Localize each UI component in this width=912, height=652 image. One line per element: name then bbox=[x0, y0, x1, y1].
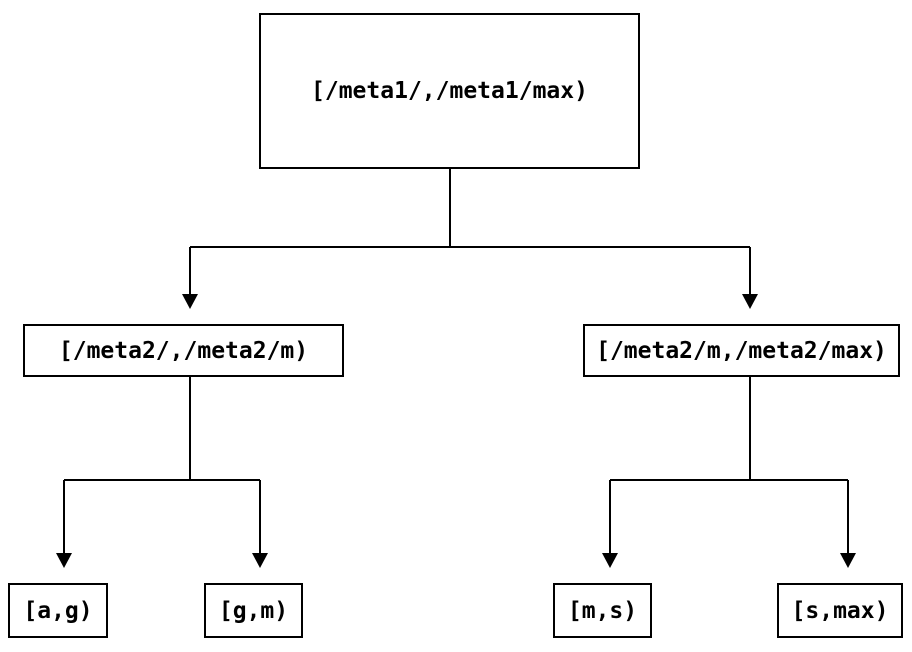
node-leaf-gm: [g,m) bbox=[204, 583, 303, 638]
node-leaf-smax-label: [s,max) bbox=[791, 597, 889, 624]
node-root-label: [/meta1/,/meta1/max) bbox=[311, 78, 588, 104]
node-level1-left-label: [/meta2/,/meta2/m) bbox=[58, 337, 309, 364]
arrowhead-down-icon bbox=[56, 553, 72, 568]
node-level1-right-label: [/meta2/m,/meta2/max) bbox=[596, 337, 887, 364]
node-leaf-ms: [m,s) bbox=[553, 583, 652, 638]
arrowhead-down-icon bbox=[742, 294, 758, 309]
arrowhead-down-icon bbox=[840, 553, 856, 568]
node-leaf-ag-label: [a,g) bbox=[23, 597, 93, 624]
node-leaf-gm-label: [g,m) bbox=[218, 597, 289, 624]
arrowhead-down-icon bbox=[602, 553, 618, 568]
node-leaf-smax: [s,max) bbox=[777, 583, 903, 638]
node-level1-left: [/meta2/,/meta2/m) bbox=[23, 324, 344, 377]
node-leaf-ms-label: [m,s) bbox=[567, 597, 638, 624]
node-leaf-ag: [a,g) bbox=[8, 583, 108, 638]
node-root: [/meta1/,/meta1/max) bbox=[259, 13, 640, 169]
arrowhead-down-icon bbox=[252, 553, 268, 568]
node-level1-right: [/meta2/m,/meta2/max) bbox=[583, 324, 900, 377]
arrowhead-down-icon bbox=[182, 294, 198, 309]
